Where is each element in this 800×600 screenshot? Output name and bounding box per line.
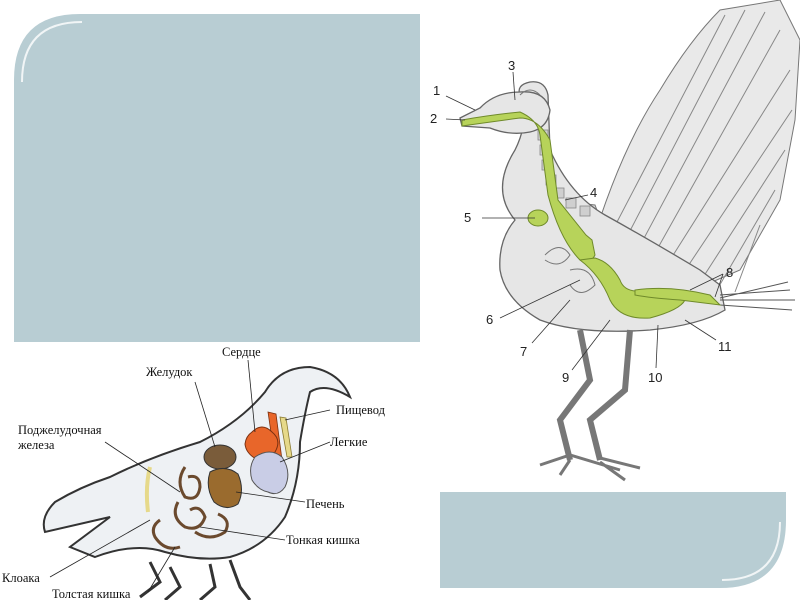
lungs bbox=[250, 451, 289, 495]
bird-skeleton-diagram: 1 2 3 4 5 6 7 8 9 10 11 bbox=[420, 0, 800, 492]
digestive-tract bbox=[461, 111, 722, 319]
organ-labels: Сердце Желудок Пищевод Поджелудочная жел… bbox=[2, 345, 386, 600]
label-large-intestine: Толстая кишка bbox=[52, 587, 131, 600]
upper-left-panel bbox=[14, 14, 425, 345]
label-heart: Сердце bbox=[222, 345, 261, 359]
number-11: 11 bbox=[718, 339, 732, 354]
number-2: 2 bbox=[430, 111, 437, 126]
number-7: 7 bbox=[520, 344, 527, 359]
label-esophagus: Пищевод bbox=[336, 403, 386, 417]
number-6: 6 bbox=[486, 312, 493, 327]
label-lungs: Легкие bbox=[330, 435, 368, 449]
label-pancreas-line2: железа bbox=[17, 438, 55, 452]
number-1: 1 bbox=[433, 83, 440, 98]
label-liver: Печень bbox=[306, 497, 345, 511]
organ-leader-lines bbox=[49, 359, 331, 593]
label-stomach: Желудок bbox=[146, 365, 193, 379]
stomach bbox=[203, 444, 237, 470]
bird-organs-diagram: Сердце Желудок Пищевод Поджелудочная жел… bbox=[0, 342, 440, 600]
number-3: 3 bbox=[508, 58, 515, 73]
leader-lines bbox=[445, 71, 724, 371]
number-4: 4 bbox=[590, 185, 597, 200]
lower-right-panel bbox=[436, 492, 786, 588]
label-pancreas-line1: Поджелудочная bbox=[18, 423, 102, 437]
number-8: 8 bbox=[726, 265, 733, 280]
number-10: 10 bbox=[648, 370, 662, 385]
liver bbox=[207, 468, 242, 508]
bird-silhouette bbox=[42, 365, 353, 600]
label-cloaca: Клоака bbox=[2, 571, 40, 585]
number-5: 5 bbox=[464, 210, 471, 225]
number-9: 9 bbox=[562, 370, 569, 385]
diagram-numbers: 1 2 3 4 5 6 7 8 9 10 11 bbox=[430, 58, 733, 385]
label-small-intestine: Тонкая кишка bbox=[286, 533, 360, 547]
intestines bbox=[151, 466, 229, 550]
